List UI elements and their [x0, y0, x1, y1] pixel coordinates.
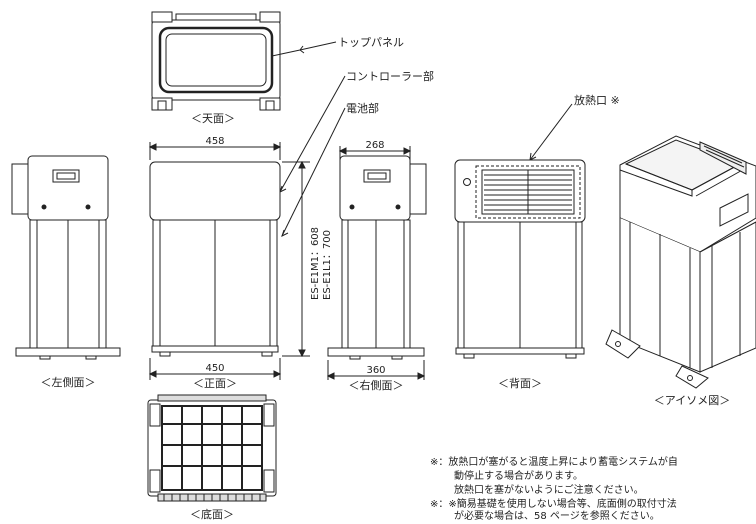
bottom-view-label: ＜底面＞ [190, 507, 234, 521]
callout-vent: 放熱口 ※ [574, 93, 620, 107]
note-line-2: 動停止する場合があります。 [454, 471, 583, 482]
front-view-label: ＜正面＞ [193, 377, 237, 390]
back-view-label: ＜背面＞ [498, 376, 542, 390]
note-line-4: ※：※簡易基礎を使用しない場合等、底面側の取付寸法 [430, 499, 677, 510]
callout-top-panel: トップパネル [338, 36, 404, 49]
front-top-width-dim: 458 [205, 136, 224, 147]
height-em1-dim: ES-E1M1：608 [310, 227, 321, 300]
isometric-view: ＜アイソメ図＞ [605, 135, 756, 407]
right-side-label: ＜右側面＞ [349, 378, 404, 392]
right-side-view: 268 360 ＜右側面＞ [326, 140, 427, 392]
left-side-label: ＜左側面＞ [41, 376, 96, 389]
note-line-3: 放熱口を塞がないようにご注意ください。 [454, 485, 644, 496]
height-dimension: ES-E1M1：608 ES-E1L1：700 [282, 160, 333, 358]
front-base-width-dim: 450 [205, 363, 224, 374]
top-view-label: ＜天面＞ [191, 112, 235, 125]
callout-battery: 電池部 [346, 101, 379, 115]
left-side-view: ＜左側面＞ [11, 155, 121, 389]
top-view: ＜天面＞ [151, 11, 281, 125]
back-view: ＜背面＞ [454, 159, 586, 390]
bottom-view: ＜底面＞ [147, 394, 277, 521]
right-base-width-dim: 360 [366, 365, 385, 376]
callout-controller: コントローラー部 [346, 69, 434, 83]
note-line-5: が必要な場合は、58 ページを参照ください。 [454, 511, 660, 522]
note-line-1: ※：放熱口が塞がると温度上昇により蓄電システムが自 [430, 457, 678, 468]
right-top-width-dim: 268 [365, 140, 384, 151]
iso-view-label: ＜アイソメ図＞ [654, 394, 730, 407]
front-view: 458 450 ＜正面＞ [148, 136, 282, 390]
height-el1-dim: ES-E1L1：700 [322, 230, 333, 300]
